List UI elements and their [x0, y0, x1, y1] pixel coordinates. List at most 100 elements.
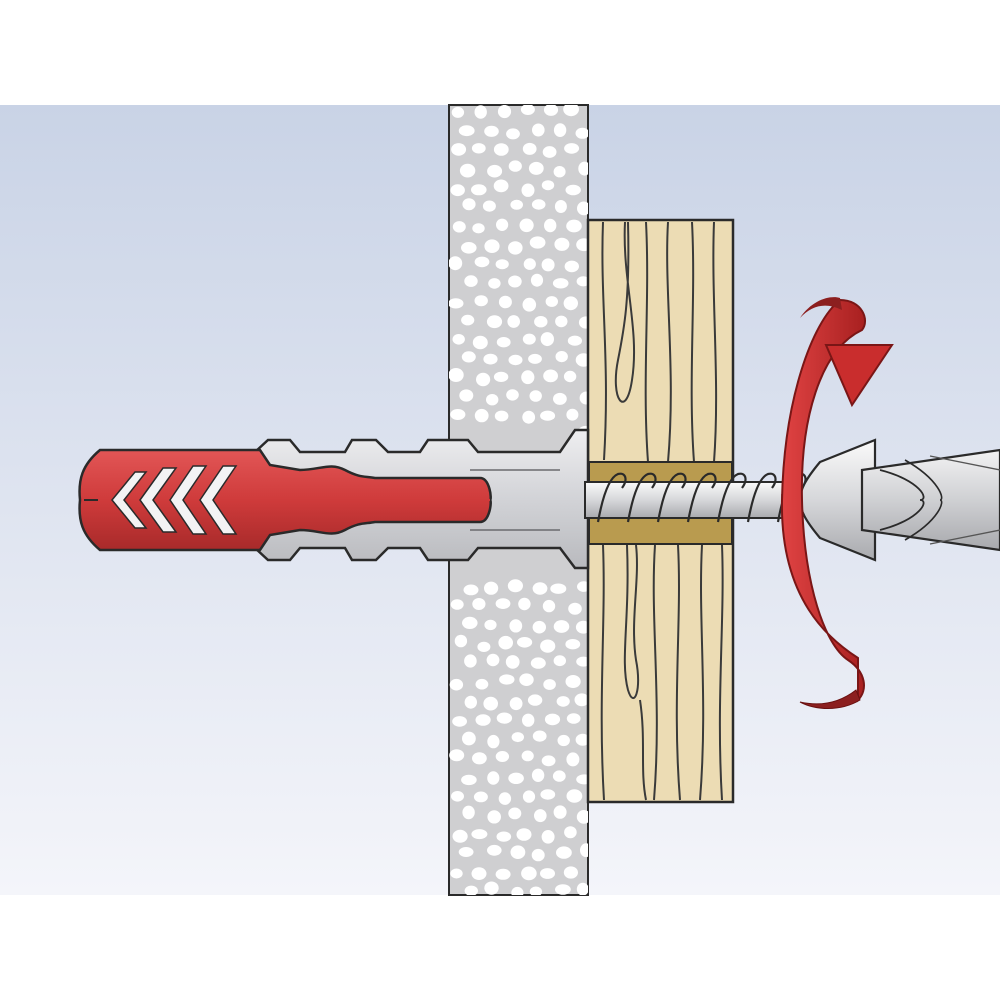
- wall-dot: [496, 337, 511, 348]
- wall-dot: [544, 713, 561, 726]
- wall-dot: [488, 278, 501, 289]
- wall-dot: [493, 371, 509, 382]
- wall-dot: [543, 105, 559, 116]
- wall-dot: [449, 298, 464, 309]
- wall-dot: [523, 258, 536, 270]
- wall-dot: [486, 653, 500, 667]
- wall-dot: [522, 790, 536, 803]
- wall-dot: [472, 598, 486, 610]
- wall-dot: [521, 183, 535, 197]
- wall-dot: [567, 335, 583, 346]
- plug-red-expansion-part: [78, 448, 492, 552]
- wall-dot: [540, 789, 556, 800]
- wall-dot: [575, 733, 588, 746]
- screw-thread-turn: [746, 472, 777, 523]
- wall-dot: [471, 829, 488, 840]
- wall-dot: [464, 885, 478, 895]
- wall-dot: [575, 127, 588, 139]
- wall-dot: [531, 199, 546, 210]
- wall-dot: [554, 200, 567, 213]
- wall-dot: [522, 142, 537, 155]
- wall-dot: [534, 809, 547, 823]
- wall-dot: [508, 772, 524, 784]
- wall-dot: [461, 774, 477, 786]
- wall-dot: [566, 752, 580, 767]
- wall-dot: [576, 276, 588, 287]
- wall-dot: [529, 886, 543, 895]
- wall-dot: [484, 125, 499, 137]
- wall-dot: [451, 106, 465, 118]
- wall-dot: [484, 581, 499, 595]
- wall-dot: [507, 579, 523, 593]
- wall-dot: [487, 844, 502, 856]
- wall-dot: [451, 791, 464, 802]
- wall-dot: [522, 333, 536, 345]
- wall-dot: [532, 730, 547, 742]
- wall-dot: [542, 146, 557, 158]
- wall-dot: [566, 789, 583, 803]
- wall-dot: [483, 353, 498, 365]
- wall-dot: [496, 218, 509, 231]
- wall-dot: [471, 184, 487, 196]
- wall-dot: [498, 792, 512, 805]
- wall-dot: [484, 881, 499, 895]
- wall-dot: [566, 713, 581, 724]
- wall-dot: [459, 163, 476, 178]
- wall-dot: [496, 831, 512, 842]
- wall-dot: [529, 236, 546, 249]
- wall-dot: [487, 734, 500, 749]
- wall-dot: [506, 128, 520, 140]
- wall-dot: [487, 164, 503, 178]
- wall-dot: [508, 807, 522, 820]
- wall-dot: [565, 639, 581, 650]
- wall-dot: [520, 105, 535, 115]
- wall-dot: [510, 199, 523, 210]
- wall-dot: [565, 184, 581, 196]
- wall-dot: [553, 620, 570, 633]
- wall-dot: [574, 693, 588, 707]
- wall-dot: [577, 201, 588, 216]
- wall-dot: [498, 635, 513, 650]
- wall-dot: [505, 655, 520, 669]
- wall-dot: [522, 297, 537, 312]
- wall-dot: [563, 866, 579, 879]
- wall-dot: [454, 634, 468, 648]
- wall-dot: [527, 694, 543, 706]
- wall-dot: [565, 675, 581, 688]
- wall-dot: [449, 256, 463, 271]
- wall-dot: [477, 641, 491, 653]
- wall-dot: [576, 238, 588, 252]
- wall-dot: [563, 105, 579, 117]
- wall-dot: [552, 278, 569, 289]
- wall-dot: [521, 750, 534, 762]
- wall-dot: [458, 125, 475, 137]
- wall-dot: [517, 637, 533, 648]
- wall-dot: [461, 351, 476, 363]
- wall-dot: [474, 105, 487, 119]
- wall-dot: [563, 370, 577, 383]
- wall-dot: [506, 389, 519, 401]
- wall-dot: [543, 679, 556, 690]
- wall-dot: [578, 316, 588, 329]
- screw-thread-turn: [716, 472, 747, 523]
- wall-dot: [576, 774, 588, 785]
- wall-dot: [494, 410, 509, 422]
- wall-dot: [497, 105, 512, 119]
- wall-dot: [462, 731, 476, 746]
- wall-dot: [495, 598, 511, 609]
- wall-dot: [493, 179, 509, 193]
- wall-dot: [544, 218, 557, 233]
- wall-dot: [518, 597, 531, 611]
- wall-dot: [452, 221, 466, 233]
- wall-dot: [450, 868, 463, 879]
- wall-dot: [450, 599, 464, 610]
- wall-dot: [461, 242, 477, 254]
- wall-dot: [508, 275, 522, 288]
- wall-dot: [530, 657, 546, 669]
- wall-dot: [476, 372, 491, 387]
- wall-dot: [507, 315, 520, 328]
- wall-dot: [531, 848, 545, 862]
- screw-thread-turn: [656, 472, 687, 523]
